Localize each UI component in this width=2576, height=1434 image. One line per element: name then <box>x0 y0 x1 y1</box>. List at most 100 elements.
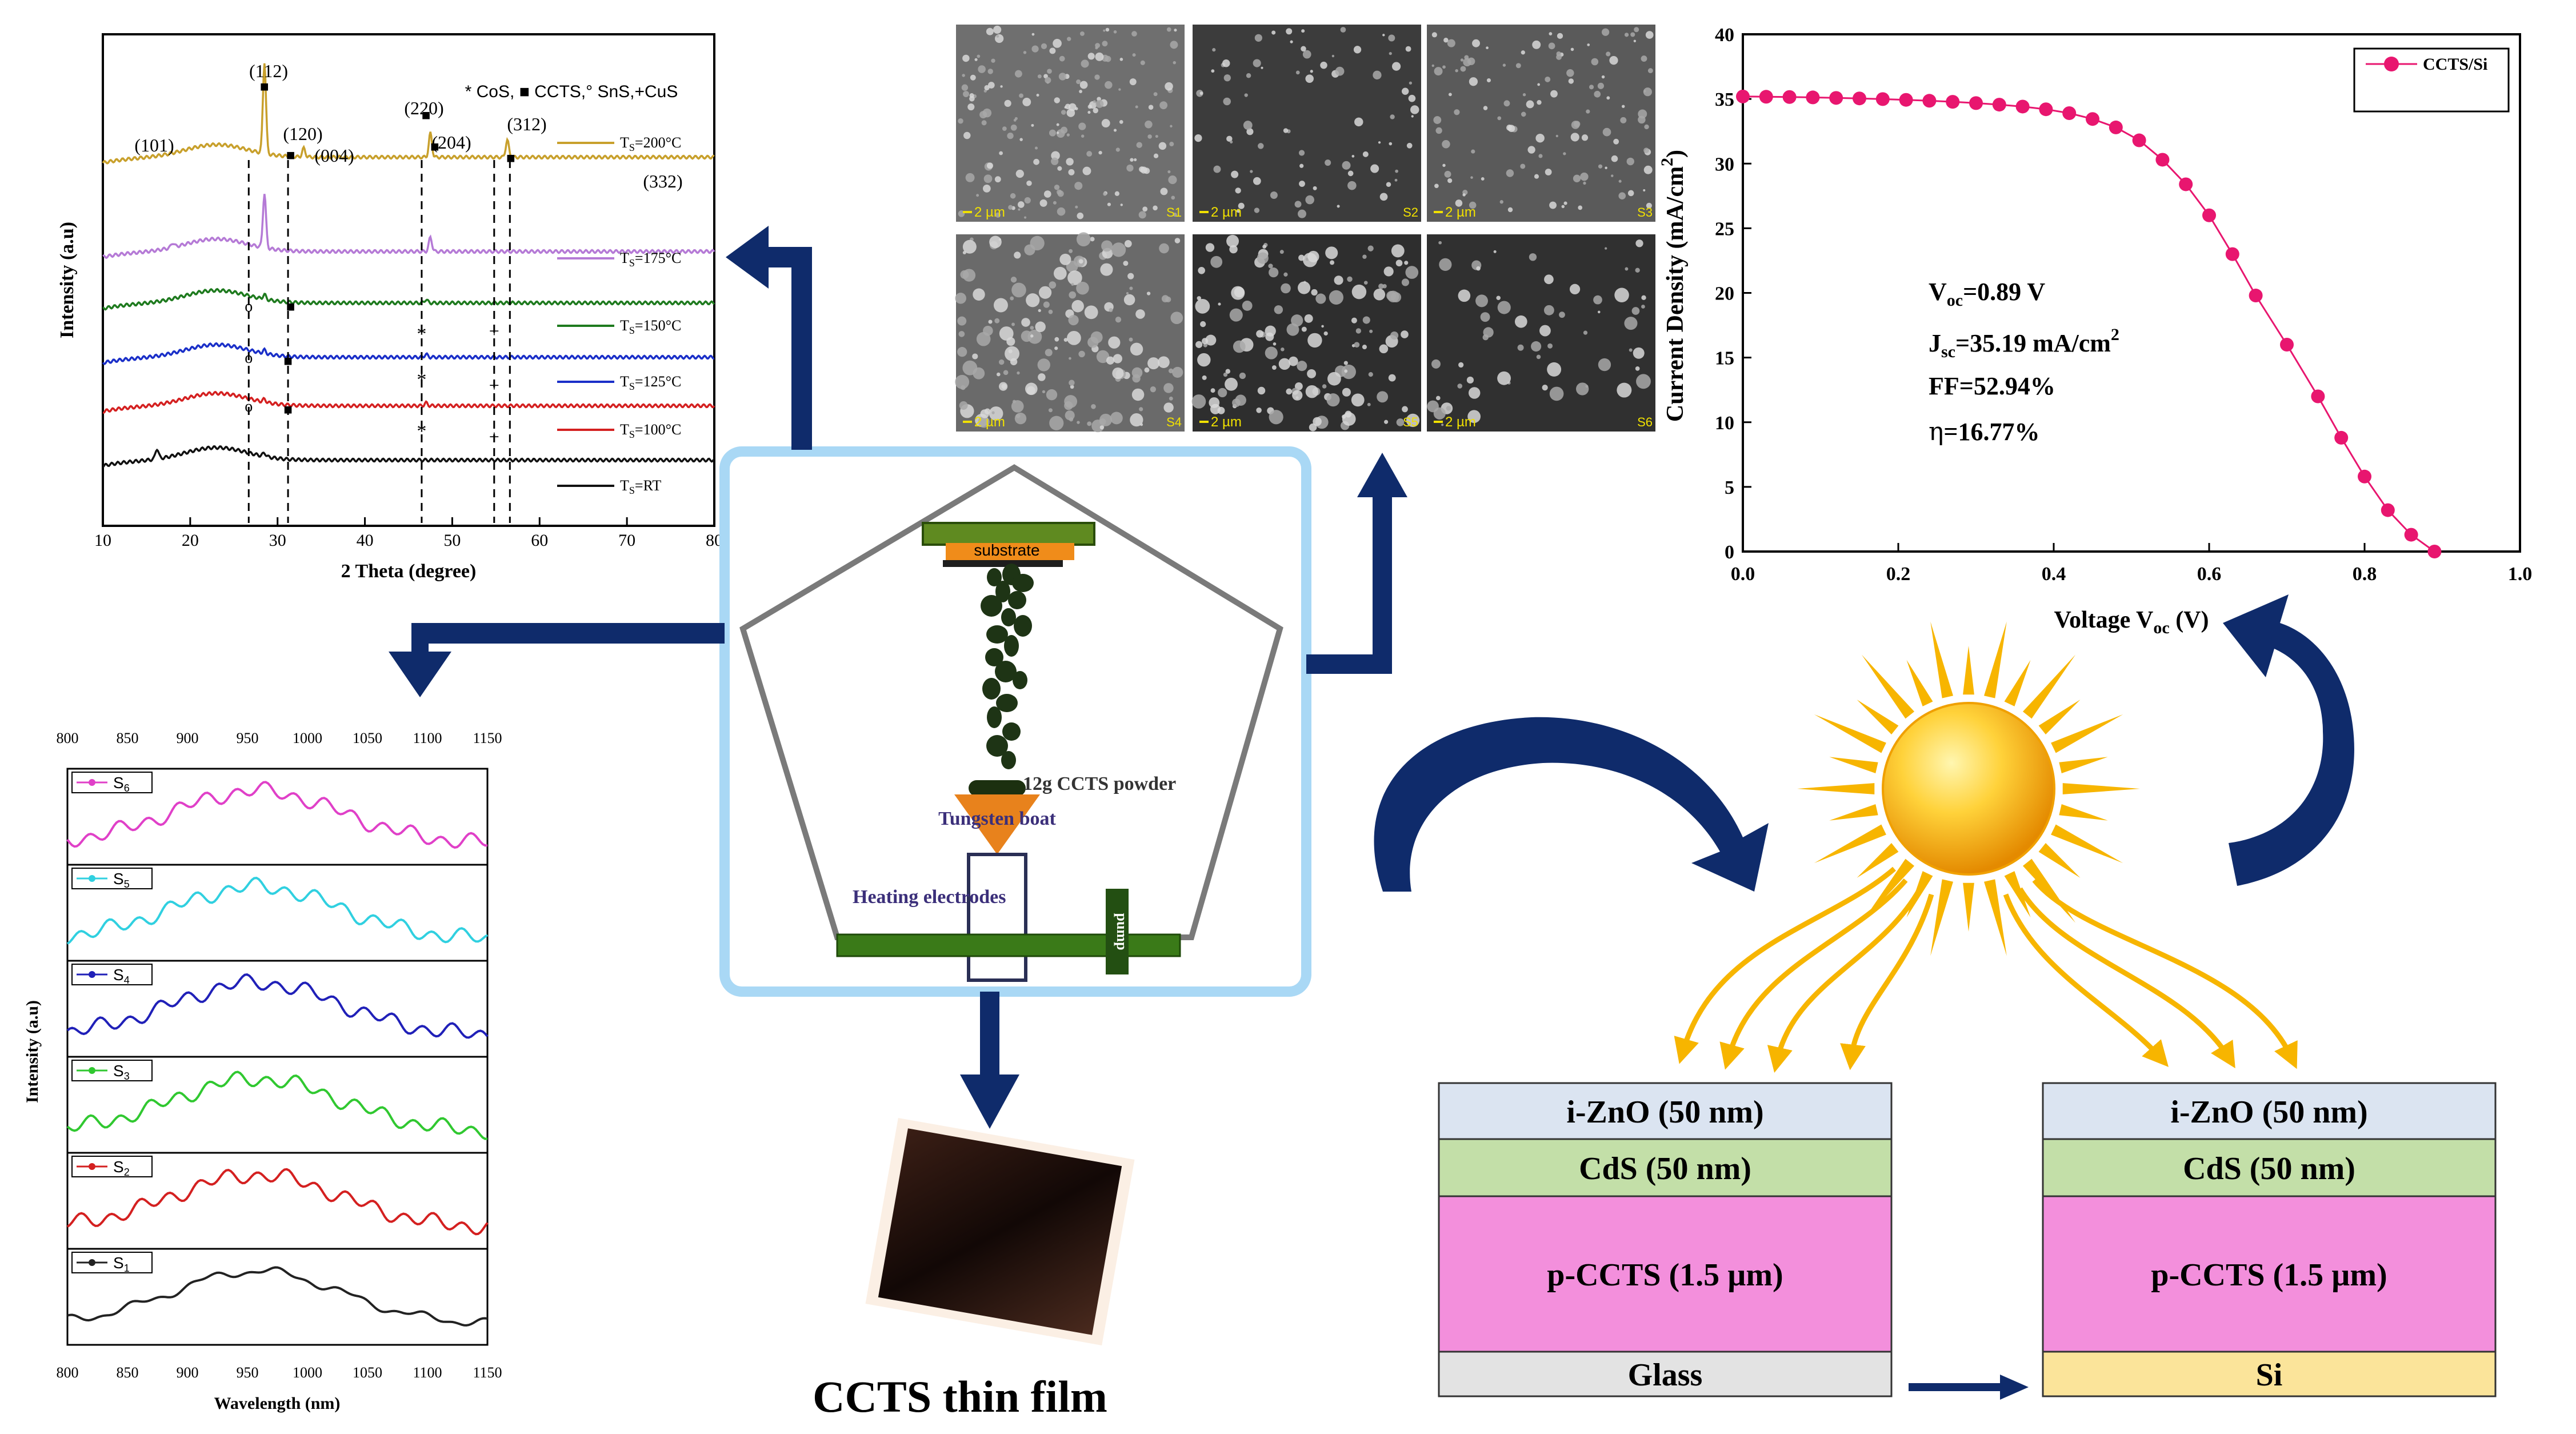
sem-grain <box>1262 245 1266 249</box>
sem-grain <box>1065 103 1071 110</box>
sem-grain <box>961 84 969 91</box>
sun-spike <box>2062 783 2140 794</box>
sem-grain <box>1641 55 1647 62</box>
sem-grain <box>1098 150 1102 155</box>
sem-grain <box>1131 388 1145 401</box>
sem-grain <box>1382 34 1385 37</box>
sem-grain <box>1382 284 1387 289</box>
sem-grain <box>1497 371 1511 385</box>
sem-sample-label: S4 <box>1166 415 1182 429</box>
sem-grain <box>1337 205 1340 208</box>
sem-grain <box>1222 59 1230 67</box>
sem-grain <box>1230 140 1233 144</box>
sem-scale-label: 2 µm <box>1211 205 1242 220</box>
sem-grain <box>1589 85 1594 90</box>
sem-grain <box>1405 46 1411 52</box>
sem-grain <box>1635 239 1643 247</box>
sem-grain <box>955 374 970 389</box>
sem-grain <box>1257 252 1269 264</box>
sem-grain <box>1010 277 1017 283</box>
uvvis-legend-marker <box>89 1259 95 1266</box>
sem-grain <box>1081 134 1085 138</box>
arrow-to-sem-shaft <box>1373 492 1392 674</box>
sem-grain <box>1003 370 1009 376</box>
sem-grain <box>1442 140 1450 149</box>
sem-grain <box>1557 33 1563 39</box>
sem-grain <box>1239 372 1246 380</box>
sun-spike <box>1984 879 2007 956</box>
sun-spikes <box>1797 621 2140 956</box>
sem-grain <box>993 25 1002 34</box>
uvvis-top-tick-label: 1100 <box>413 730 442 746</box>
sem-scale-label: 2 µm <box>974 205 1005 220</box>
xrd-reference-lines: ■■■■■■■■ooo***+++ <box>245 78 515 523</box>
xrd-ccts-marker: ■ <box>283 401 293 418</box>
sem-grain <box>1581 134 1589 141</box>
sem-grain <box>1114 191 1120 196</box>
sem-grain <box>1153 153 1159 158</box>
xrd-trace <box>102 445 715 468</box>
sem-grain <box>1256 330 1264 338</box>
sem-grain <box>962 239 977 254</box>
sem-grain <box>987 82 995 89</box>
device-layer <box>1438 1351 1893 1397</box>
sem-grain <box>998 359 1005 365</box>
sem-grain <box>988 319 993 324</box>
uvvis-bottom-tick-label: 900 <box>177 1364 199 1381</box>
sem-grain <box>1625 267 1629 271</box>
sem-grain <box>1057 131 1059 134</box>
jv-x-axis-label: Voltage Voc (V) <box>2054 607 2209 637</box>
sem-grain <box>1458 289 1471 302</box>
sem-grain <box>1624 317 1638 330</box>
sem-grain <box>983 174 993 183</box>
uvvis-bottom-tick-label: 1000 <box>293 1364 322 1381</box>
xrd-ccts-marker: ■ <box>430 138 439 155</box>
sem-grain <box>1223 97 1231 106</box>
sem-grain <box>1049 47 1056 54</box>
vapor-particle <box>987 568 1002 586</box>
sem-grain <box>993 298 1008 313</box>
uvvis-legend-label: S4 <box>113 966 130 986</box>
sem-grain <box>1168 175 1177 185</box>
jv-y-axis-label: Current Density (mA/cm2) <box>1658 150 1689 422</box>
sem-grain <box>1373 70 1382 79</box>
powder-pile <box>969 780 1026 796</box>
sem-grain <box>1470 176 1473 179</box>
sem-grain <box>1460 66 1466 72</box>
uvvis-legend-marker <box>89 971 95 978</box>
sem-grain <box>1200 321 1206 327</box>
sem-grain <box>1367 402 1371 406</box>
sunray-3 <box>1767 887 1922 1073</box>
sem-grain <box>1305 74 1314 83</box>
sem-grain <box>1054 346 1058 350</box>
sem-grain <box>1066 158 1074 166</box>
sem-grain <box>1468 387 1481 399</box>
jv-data-point <box>2381 503 2395 517</box>
sem-grain <box>1344 369 1348 373</box>
sem-grain <box>1236 209 1241 213</box>
sem-grain <box>1439 258 1452 271</box>
sem-grain <box>1153 205 1158 211</box>
sem-grain <box>1597 82 1604 89</box>
sem-grain <box>1313 417 1322 426</box>
sem-grain <box>1286 388 1293 395</box>
sem-grain <box>1041 43 1047 49</box>
vapor-particle <box>1001 751 1016 769</box>
sem-grain <box>1315 293 1326 304</box>
sem-grain <box>1197 296 1201 301</box>
pump-label: pump <box>1114 913 1130 950</box>
sem-grain <box>1095 52 1104 61</box>
xrd-cos-marker: * <box>417 421 426 442</box>
flow-arrows <box>389 226 2354 1400</box>
sunray-5 <box>2003 893 2169 1067</box>
sem-grain <box>1514 315 1527 328</box>
jv-data-point <box>2404 528 2418 542</box>
sem-grain <box>1568 78 1574 84</box>
sem-grain <box>1103 29 1106 32</box>
sem-grain <box>1618 192 1626 199</box>
sem-grain <box>1305 385 1319 398</box>
sem-grain <box>1170 311 1183 325</box>
powder-label: 12g CCTS powder <box>1023 773 1176 794</box>
sem-grain <box>1325 246 1338 259</box>
